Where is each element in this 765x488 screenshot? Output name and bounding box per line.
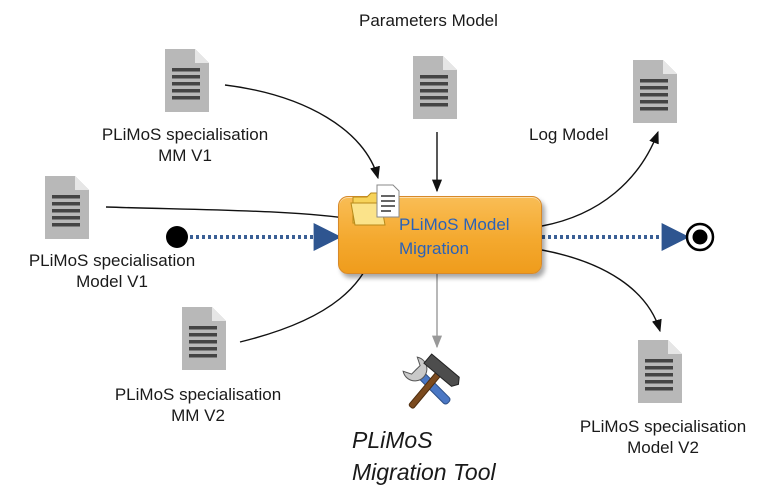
document-icon-model-v2 [638,340,682,403]
edge-mm-v1 [224,84,380,180]
edge-log [541,130,659,227]
spec-mm-v2-label: PLiMoS specialisation MM V2 [98,384,298,426]
spec-mm-v1-line2: MM V1 [158,146,212,165]
spec-mm-v2-line2: MM V2 [171,406,225,425]
spec-model-v2-label: PLiMoS specialisation Model V2 [563,416,763,458]
activity-label-line2: Migration [399,239,469,258]
activity-label: PLiMoS Model Migration [399,213,539,261]
initial-node [166,226,188,248]
spec-mm-v1-line1: PLiMoS specialisation [101,125,269,144]
document-icon-log [633,60,677,123]
document-icon-parameters [413,56,457,119]
spec-model-v1-line2: Model V1 [76,272,148,291]
activity-label-line1: PLiMoS Model [399,215,510,234]
edge-model-v2 [541,249,662,333]
migration-tool-line1: PLiMoS [352,427,433,453]
edge-model-v1 [105,206,360,224]
spec-model-v1-label: PLiMoS specialisation Model V1 [12,250,212,292]
spec-model-v2-line1: PLiMoS specialisation [579,417,747,436]
migration-tool-label: PLiMoS Migration Tool [352,424,496,488]
spec-mm-v1-label: PLiMoS specialisation MM V1 [85,124,285,166]
spec-model-v2-line2: Model V2 [627,438,699,457]
spec-mm-v2-line1: PLiMoS specialisation [114,385,282,404]
document-icon-mm-v2 [182,307,226,370]
final-node [685,222,715,252]
log-model-label: Log Model [529,125,609,144]
folder-document-icon [350,184,400,226]
parameters-model-label: Parameters Model [359,11,498,30]
document-icon-model-v1 [45,176,89,239]
document-icon-mm-v1 [165,49,209,112]
hammer-wrench-icon [402,353,460,409]
migration-tool-line2: Migration Tool [352,459,496,485]
migration-activity[interactable]: PLiMoS Model Migration [338,184,542,274]
spec-model-v1-line1: PLiMoS specialisation [28,251,196,270]
